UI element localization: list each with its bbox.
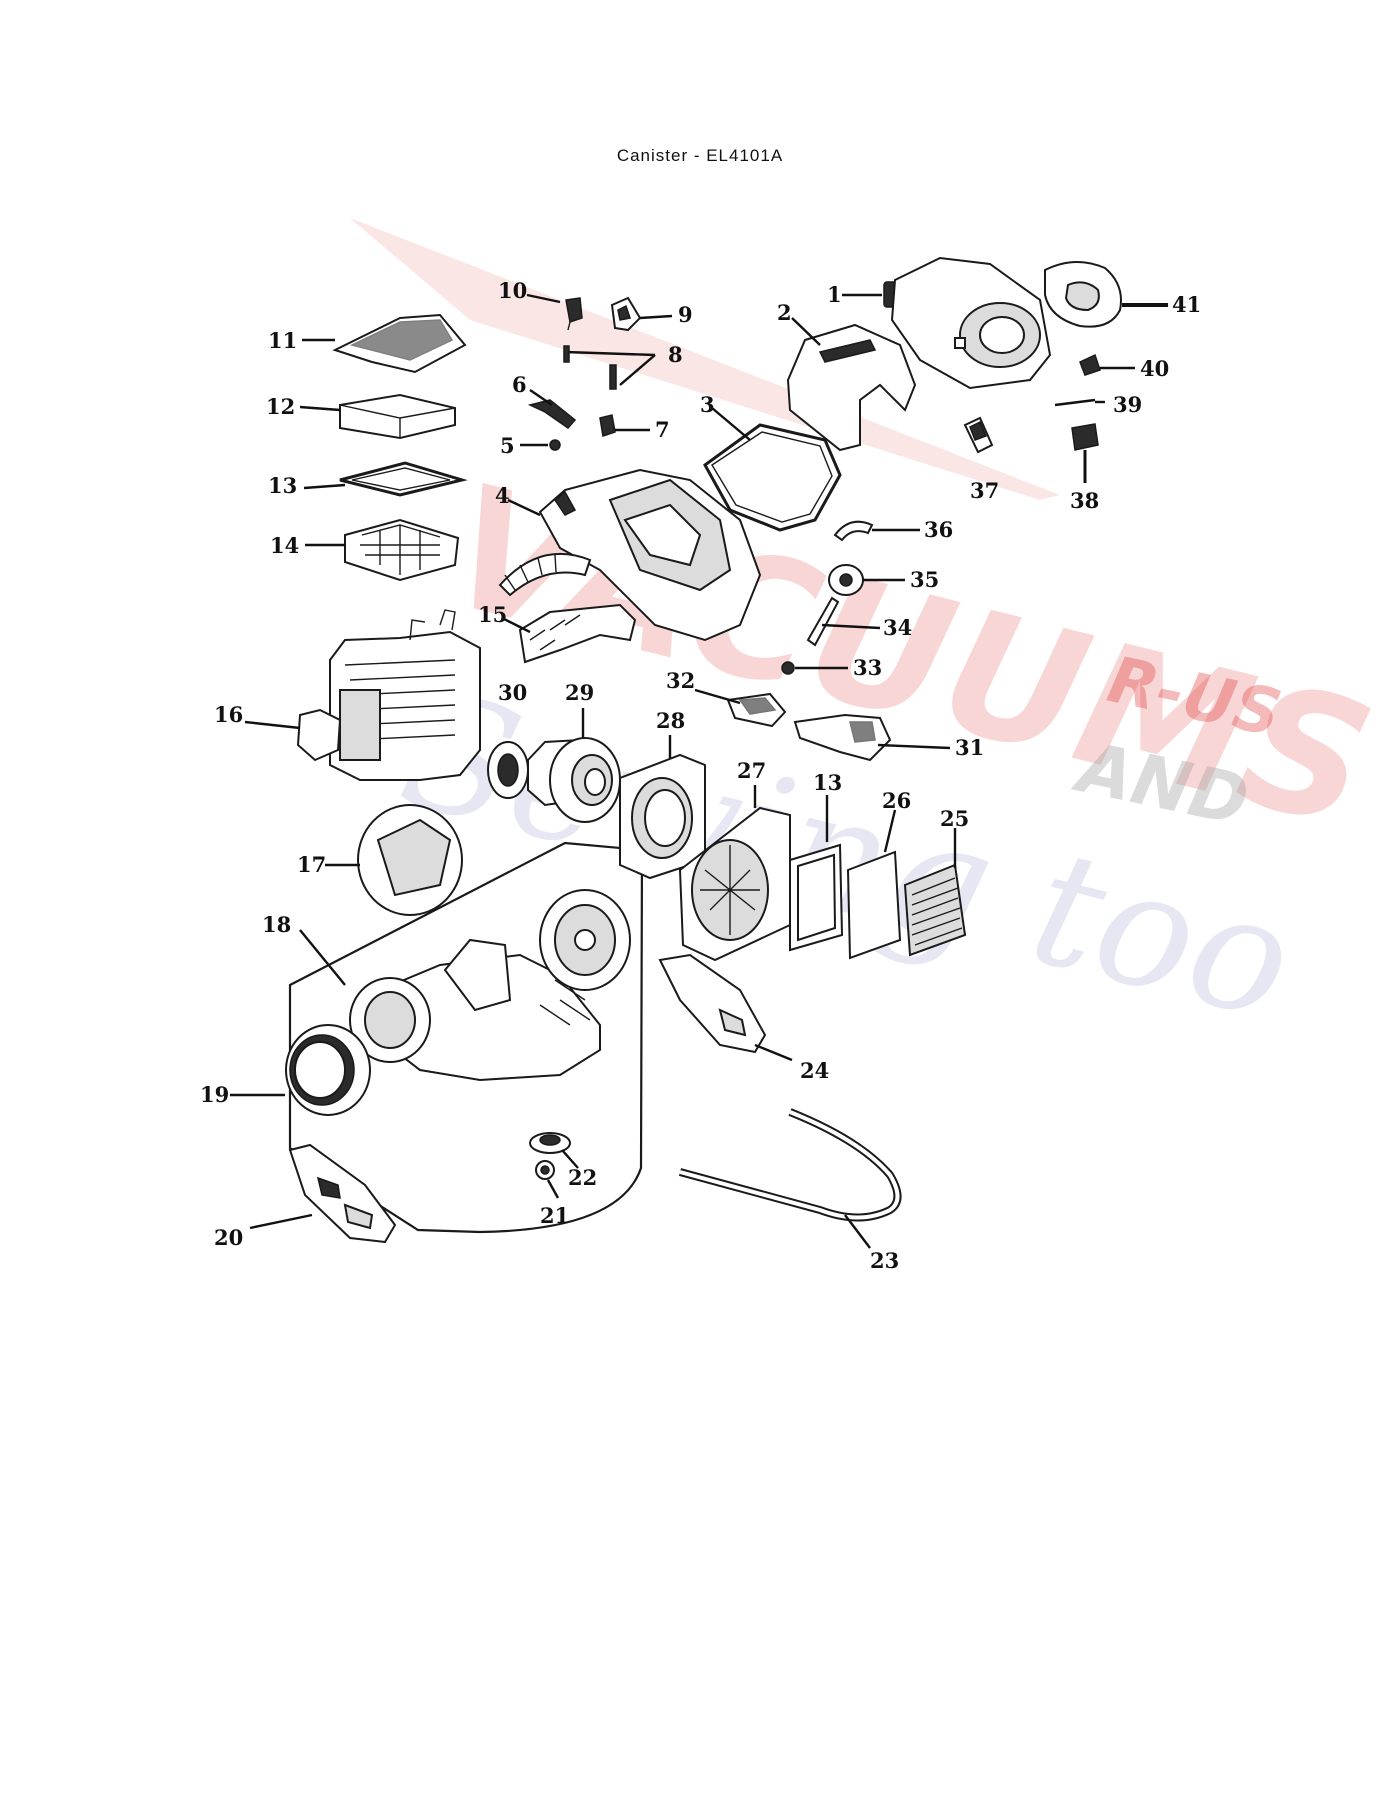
part-4-top-cover: 4 — [495, 468, 762, 642]
callout-14: 14 — [270, 533, 299, 558]
part-5-screw: 5 — [500, 433, 561, 458]
part-14-hepa-filter: 14 — [270, 518, 460, 582]
callout-26: 26 — [882, 788, 911, 813]
callout-4: 4 — [495, 483, 510, 508]
part-41-gasket: 41 — [1044, 260, 1201, 328]
part-28-motor-plate: 28 — [619, 708, 706, 880]
callout-6: 6 — [512, 372, 527, 397]
part-21-caster-ball: 21 — [535, 1160, 569, 1228]
callout-13-right: 13 — [813, 770, 842, 795]
callout-23: 23 — [870, 1248, 899, 1273]
part-13-gasket-left: 13 — [268, 461, 468, 498]
callout-31: 31 — [955, 735, 984, 760]
part-27-filter-frame: 27 — [678, 758, 791, 962]
part-16-filter-chamber: 16 — [214, 609, 481, 781]
part-housing-outline — [288, 841, 644, 1234]
part-18-body: 18 — [262, 889, 631, 1082]
callout-39: 39 — [1113, 392, 1142, 417]
part-7-catch: 7 — [599, 414, 670, 442]
callout-37: 37 — [970, 478, 999, 503]
callout-41: 41 — [1172, 292, 1201, 317]
part-9-knob: 9 — [610, 296, 693, 332]
callout-36: 36 — [924, 517, 953, 542]
part-32-switch: 32 — [666, 668, 787, 728]
part-17-exhaust-cover: 17 — [297, 804, 463, 916]
part-1-latch: 1 — [827, 281, 899, 308]
callout-29: 29 — [565, 680, 594, 705]
part-35-wheel: 35 — [828, 564, 939, 596]
part-23-bumper: 23 — [678, 1108, 902, 1273]
callout-33: 33 — [853, 655, 882, 680]
callout-38: 38 — [1070, 488, 1099, 513]
part-15-duct: 15 — [478, 602, 637, 664]
part-38-release: 38 — [1070, 423, 1099, 513]
part-6-bracket: 6 — [512, 372, 577, 429]
callout-12: 12 — [266, 394, 295, 419]
part-26-pad: 26 — [846, 788, 911, 960]
part-31-cord-reel-control: 31 — [793, 713, 984, 762]
part-13-gasket-right: 13 — [789, 770, 844, 952]
callout-20: 20 — [214, 1225, 243, 1250]
callout-28: 28 — [656, 708, 685, 733]
callout-30: 30 — [498, 680, 527, 705]
callout-17: 17 — [297, 852, 326, 877]
part-3-seal: 3 — [700, 392, 842, 532]
part-37-button: 37 — [963, 416, 999, 503]
part-33-nut: 33 — [781, 655, 882, 680]
callout-9: 9 — [678, 302, 693, 327]
callout-3: 3 — [700, 392, 715, 417]
callout-11: 11 — [268, 328, 297, 353]
part-8-screws: 8 — [563, 342, 683, 390]
part-39-spring: 39 — [1054, 392, 1142, 417]
watermark-swoosh — [350, 218, 1060, 500]
callout-27: 27 — [737, 758, 766, 783]
callout-13-left: 13 — [268, 473, 297, 498]
part-36-hook: 36 — [833, 517, 953, 542]
callout-35: 35 — [910, 567, 939, 592]
callout-16: 16 — [214, 702, 243, 727]
callout-10: 10 — [498, 278, 527, 303]
part-10-knob: 10 — [498, 278, 583, 331]
callout-40: 40 — [1140, 356, 1169, 381]
diagram-title: Canister - EL4101A — [616, 146, 784, 165]
part-29-motor: 29 — [527, 680, 621, 823]
part-2-handle-cover: 2 — [777, 300, 917, 452]
part-24-side-panel: 24 — [658, 953, 829, 1083]
part-top-lid — [890, 256, 1052, 390]
part-30-motor-mount: 30 — [487, 680, 529, 799]
part-34-rod: 34 — [806, 596, 912, 647]
part-40-clip: 40 — [1079, 353, 1169, 381]
callout-22: 22 — [568, 1165, 597, 1190]
callout-8: 8 — [668, 342, 683, 367]
callout-5: 5 — [500, 433, 515, 458]
callout-1: 1 — [827, 282, 842, 307]
part-22-caster: 22 — [529, 1132, 597, 1190]
part-25-grill: 25 — [903, 806, 969, 957]
part-12-filter: 12 — [266, 393, 456, 440]
callout-19: 19 — [200, 1082, 229, 1107]
part-11-filter-cover: 11 — [268, 313, 467, 374]
callout-2: 2 — [777, 300, 792, 325]
part-20-side-panel: 20 — [214, 1143, 397, 1250]
callout-18: 18 — [262, 912, 291, 937]
part-19-wheel: 19 — [200, 1024, 371, 1116]
callout-15: 15 — [478, 602, 507, 627]
callout-21: 21 — [540, 1203, 569, 1228]
callout-34: 34 — [883, 615, 912, 640]
callout-7: 7 — [655, 417, 670, 442]
callout-24: 24 — [800, 1058, 829, 1083]
callout-25: 25 — [940, 806, 969, 831]
callout-32: 32 — [666, 668, 695, 693]
